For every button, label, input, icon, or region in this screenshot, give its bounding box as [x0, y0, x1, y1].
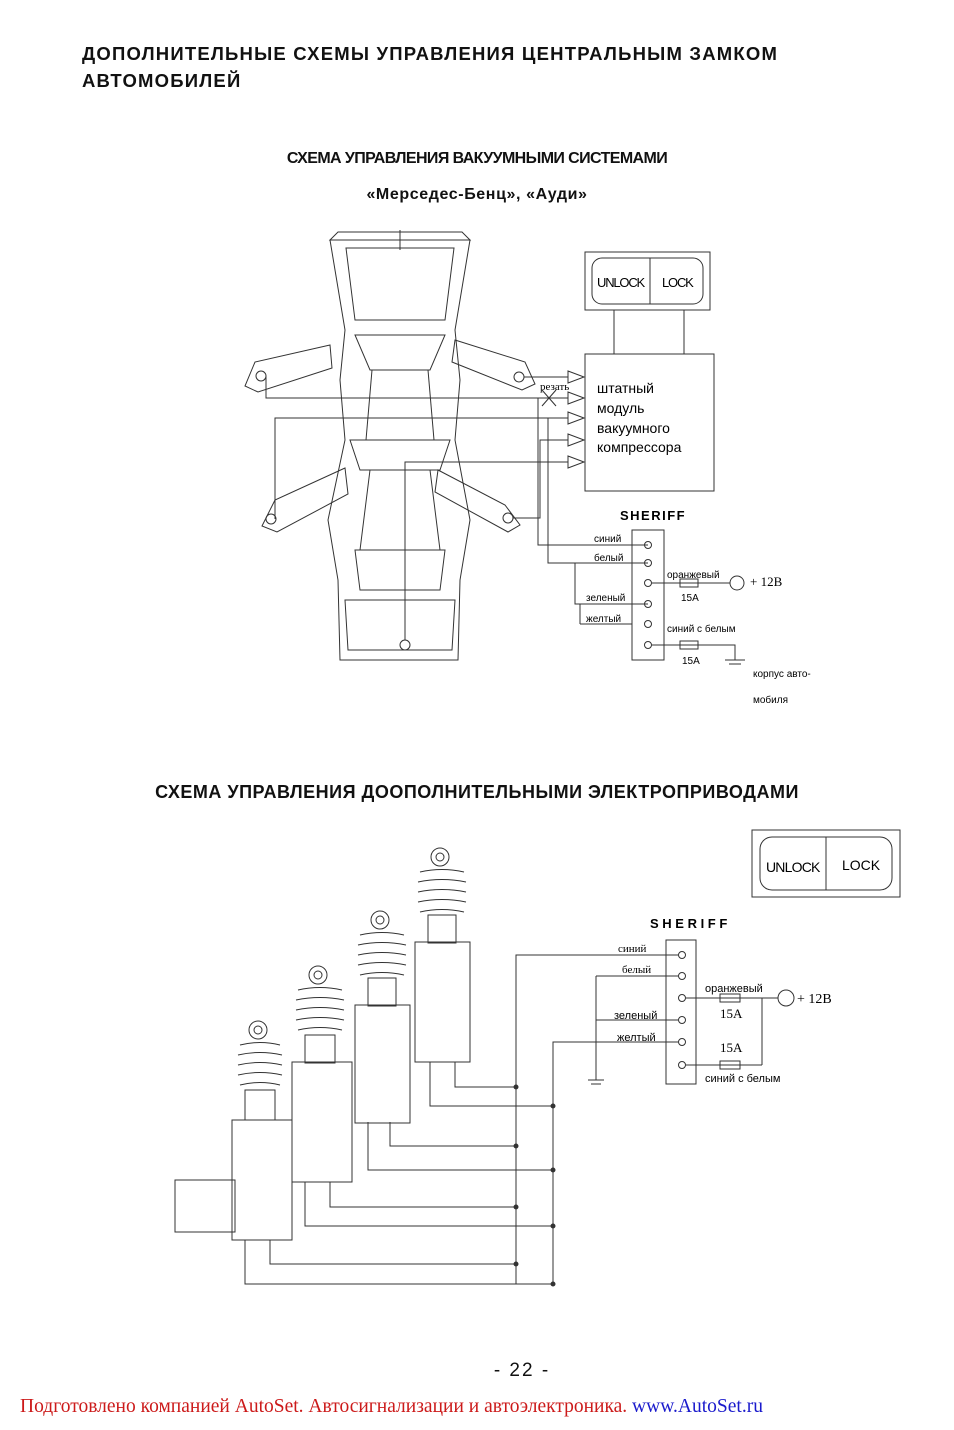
actuator-3	[354, 910, 411, 1124]
sheriff2-label: S H E R I F F	[650, 916, 727, 931]
fuse1-label: 15A	[681, 593, 699, 604]
wire-green-label: зеленый	[586, 593, 625, 604]
cut-mark	[541, 389, 557, 407]
sheriff-wires	[574, 562, 745, 665]
diagram2-heading: СХЕМА УПРАВЛЕНИЯ ДООПОЛНИТЕЛЬНЫМИ ЭЛЕКТР…	[155, 782, 799, 802]
module-line2: модуль	[597, 400, 644, 416]
power-terminal-2	[777, 989, 795, 1007]
wire2-orange-label: оранжевый	[705, 983, 763, 995]
switch-lock-label: LOCK	[662, 275, 694, 290]
page-number: - 22 -	[493, 1360, 551, 1381]
wire-orange-label: оранжевый	[667, 570, 720, 581]
door-rear-left	[261, 467, 349, 533]
vacuum-system-diagram: UNLOCK LOCK резать штатный модуль вакуум…	[244, 230, 811, 706]
wire2-yellow-label: желтый	[617, 1032, 656, 1044]
wire2-white-label: белый	[622, 964, 651, 976]
power2-label: + 12В	[797, 992, 832, 1007]
fuse2-2-label: 15A	[720, 1040, 743, 1055]
sheriff-connector-2	[665, 939, 697, 1085]
switch2-lock-label: LOCK	[842, 857, 881, 873]
wire-yellow-label: желтый	[586, 614, 621, 625]
switch-unlock-label: UNLOCK	[597, 275, 646, 290]
power-terminal	[729, 575, 745, 591]
bus-wires	[244, 976, 554, 1285]
fuse2-1-label: 15A	[720, 1006, 743, 1021]
wire2-bluewhite-label: синий с белым	[705, 1073, 780, 1085]
car-body-outline	[327, 230, 472, 661]
actuator-2	[291, 965, 353, 1183]
sheriff-label: SHERIFF	[620, 508, 686, 523]
wire2-green-label: зеленый	[614, 1010, 657, 1022]
footer: Подготовлено компанией AutoSet. Автосигн…	[20, 1396, 763, 1418]
cut-label: резать	[540, 381, 569, 393]
actuator-1	[174, 1020, 293, 1241]
wire-blue-label: синий	[594, 534, 621, 545]
actuator-4	[414, 847, 471, 1063]
module-line4: компрессора	[597, 439, 682, 455]
module-arrows	[567, 370, 586, 469]
fuse2-label: 15A	[682, 656, 700, 667]
wire-bluewhite-label: синий с белым	[667, 623, 736, 635]
diagram1-heading: СХЕМА УПРАВЛЕНИЯ ВАКУУМНЫМИ СИСТЕМАМИ	[286, 150, 668, 167]
module-line3: вакуумного	[597, 420, 670, 436]
switch-panel-2	[751, 829, 901, 898]
wire-white-label: белый	[594, 552, 623, 564]
switch-panel	[584, 251, 711, 354]
diagram1-subheading: «Мерседес-Бенц», «Ауди»	[366, 186, 588, 203]
sheriff-connector	[631, 529, 665, 661]
ground-label-line2: мобиля	[753, 694, 788, 706]
footer-link[interactable]: www.AutoSet.ru	[632, 1396, 763, 1417]
wire2-blue-label: синий	[618, 943, 647, 955]
power-label: + 12В	[750, 574, 783, 589]
ground-label-line1: корпус авто-	[753, 669, 811, 680]
vacuum-module-box	[584, 353, 715, 492]
page-title: ДОПОЛНИТЕЛЬНЫЕ СХЕМЫ УПРАВЛЕНИЯ ЦЕНТРАЛЬ…	[82, 43, 779, 91]
module-line1: штатный	[597, 380, 654, 396]
switch2-unlock-label: UNLOCK	[766, 859, 821, 875]
footer-text: Подготовлено компанией AutoSet. Автосигн…	[20, 1396, 628, 1417]
bus-junctions	[513, 1084, 556, 1287]
